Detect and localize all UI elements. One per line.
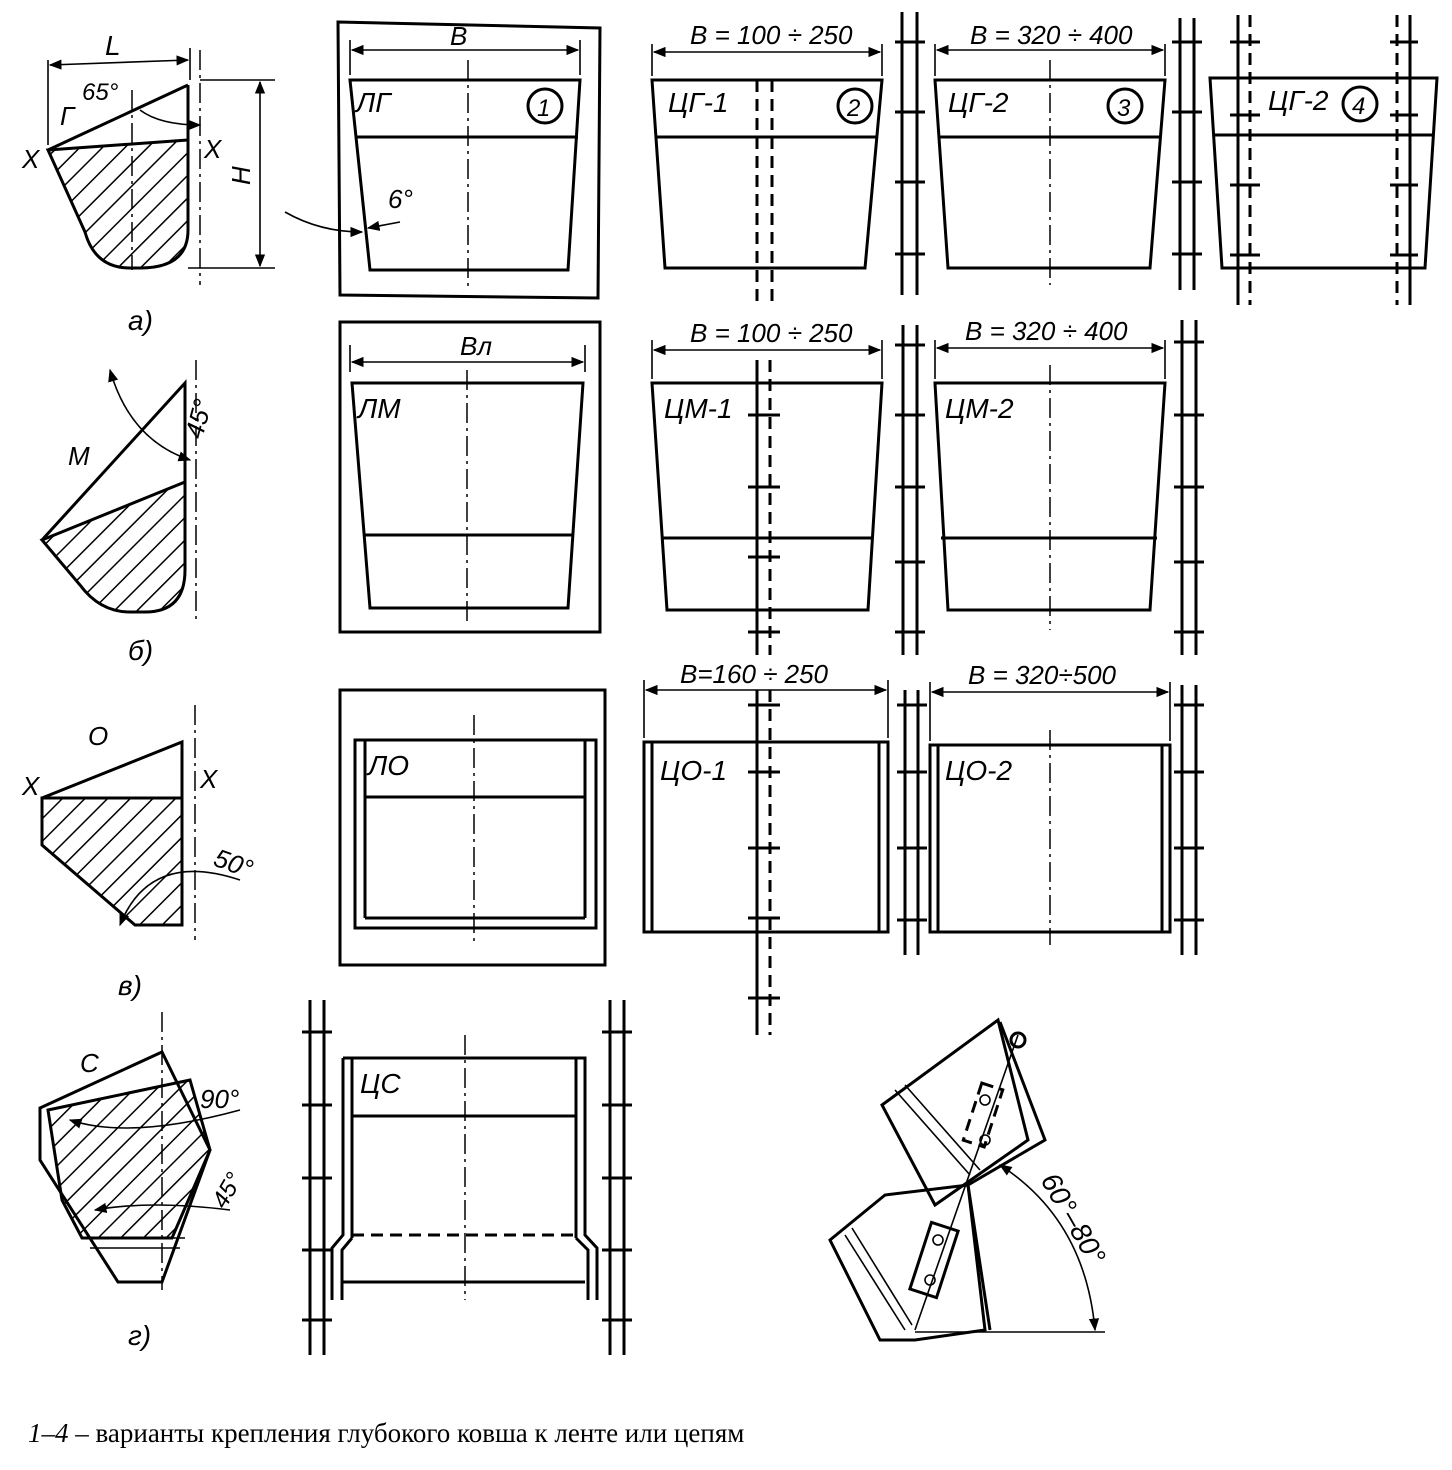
mounting-angle-label: 60°–80°	[1035, 1168, 1112, 1270]
profile-b-type-label: М	[68, 441, 90, 471]
bucket-co1-dim: B=160 ÷ 250	[680, 659, 829, 689]
chain-cg1-right	[895, 12, 925, 295]
profile-a-x-right: X	[203, 134, 223, 164]
bucket-lg: B ЛГ 6° 1	[284, 20, 602, 300]
chain-co1-right	[897, 690, 927, 955]
bucket-cg2: B = 320 ÷ 400 ЦГ-2 3	[933, 20, 1167, 285]
bucket-lm: Bл ЛМ	[338, 320, 602, 634]
bucket-lo: ЛО	[338, 688, 607, 967]
profile-a-H-label: H	[226, 166, 256, 185]
bucket-lm-dim: Bл	[460, 331, 492, 361]
profile-g-letter: г)	[128, 1320, 151, 1351]
bucket-cg2-label: ЦГ-2	[948, 87, 1009, 118]
bucket-co1-label: ЦО-1	[660, 755, 727, 786]
mounted-buckets-assembly: 60°–80°	[828, 1017, 1112, 1342]
bucket-cm1: B = 100 ÷ 250 ЦМ-1	[650, 318, 884, 655]
bucket-lg-label: ЛГ	[354, 87, 392, 118]
profile-a-letter: а)	[128, 305, 153, 336]
profile-v-x-left: X	[21, 771, 41, 801]
bucket-cs: ЦС	[330, 1035, 599, 1300]
profile-a-x-left: X	[21, 144, 41, 174]
profile-g-sharp-bucket: С 90° 45° г)	[38, 1012, 249, 1351]
chain-cs-right	[602, 1000, 632, 1355]
profile-a-deep-bucket: L 65° Г X X H а)	[21, 30, 275, 336]
profile-v-angle: 50°	[210, 842, 257, 884]
caption-text: – варианты крепления глубокого ковша к л…	[68, 1418, 745, 1448]
bucket-cg2-num: 3	[1117, 95, 1131, 122]
chain-cm2-right	[1174, 320, 1204, 655]
profile-v-x-right: X	[199, 764, 219, 794]
profile-g-type-label: С	[80, 1048, 99, 1078]
bucket-lg-dim: B	[450, 21, 467, 51]
bucket-co2: B = 320÷500 ЦО-2	[928, 660, 1172, 945]
profile-b-shallow-bucket: 45° М б)	[39, 360, 218, 666]
bucket-co2-label: ЦО-2	[945, 755, 1012, 786]
chain-cm1-right	[895, 325, 925, 655]
bucket-lm-label: ЛМ	[356, 393, 401, 424]
bucket-cm1-label: ЦМ-1	[664, 393, 733, 424]
profile-v-letter: в)	[118, 970, 142, 1001]
chain-cs-left	[302, 1000, 332, 1355]
caption-numbers: 1–4	[28, 1418, 69, 1448]
profile-v-round-bottom-bucket: О X X 50° в)	[21, 705, 257, 1001]
bucket-cg2b: ЦГ-2 4	[1208, 15, 1439, 305]
profile-v-type-label: О	[88, 721, 108, 751]
bucket-cg2b-label: ЦГ-2	[1268, 85, 1329, 116]
profile-a-L-label: L	[105, 30, 121, 61]
figure-caption: 1–4 – варианты крепления глубокого ковша…	[28, 1418, 744, 1449]
bucket-cg1-label: ЦГ-1	[668, 87, 728, 118]
bucket-co2-dim: B = 320÷500	[968, 660, 1117, 690]
bucket-cg1-num: 2	[846, 95, 860, 122]
bucket-cm2-dim: B = 320 ÷ 400	[965, 316, 1128, 346]
bucket-cm1-dim: B = 100 ÷ 250	[690, 318, 853, 348]
bucket-cg1: B = 100 ÷ 250 ЦГ-1 2	[650, 20, 884, 302]
bucket-cm2: B = 320 ÷ 400 ЦМ-2	[933, 316, 1167, 630]
bucket-cm2-label: ЦМ-2	[945, 393, 1014, 424]
chain-co2-right	[1174, 685, 1204, 955]
bucket-lo-label: ЛО	[366, 750, 409, 781]
bucket-lg-num: 1	[537, 95, 550, 122]
bucket-lg-angle: 6°	[388, 184, 413, 214]
bucket-cg2-dim: B = 320 ÷ 400	[970, 20, 1133, 50]
profile-a-angle: 65°	[82, 79, 119, 106]
chain-cg2-right	[1172, 18, 1202, 290]
profile-g-angle-bottom: 45°	[207, 1168, 249, 1213]
bucket-cg2b-num: 4	[1352, 93, 1365, 120]
profile-b-letter: б)	[128, 635, 153, 666]
profile-a-type-label: Г	[60, 101, 76, 131]
bucket-co1: B=160 ÷ 250 ЦО-1	[642, 659, 890, 1035]
profile-g-angle-top: 90°	[200, 1084, 239, 1114]
bucket-cs-label: ЦС	[360, 1068, 401, 1099]
bucket-cg1-dim: B = 100 ÷ 250	[690, 20, 853, 50]
